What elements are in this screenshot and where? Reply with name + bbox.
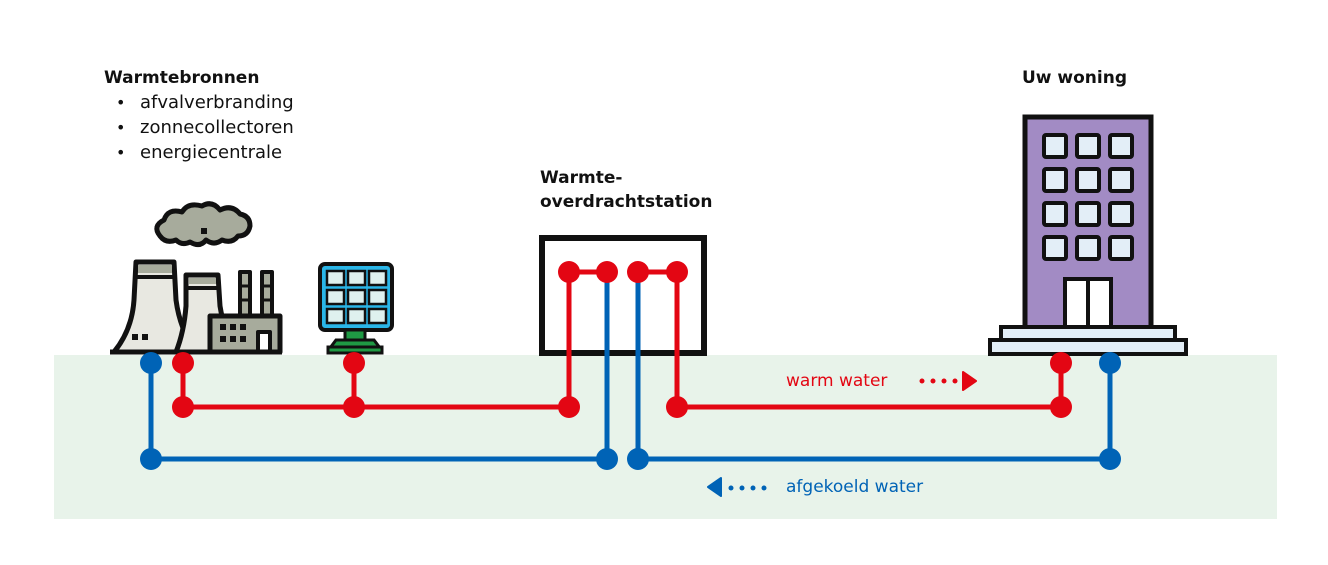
heat-exchanger-station	[539, 235, 707, 356]
cold-pipe-node	[140, 448, 162, 470]
building-window	[1075, 167, 1101, 193]
warm-pipe-node	[666, 396, 688, 418]
warm-pipe-node	[558, 396, 580, 418]
warm-pipe-node	[666, 261, 688, 283]
building-window	[1075, 201, 1101, 227]
heat-source-item: afvalverbranding	[104, 90, 294, 115]
warm-pipe-node	[1050, 396, 1072, 418]
building-window	[1108, 133, 1134, 159]
warm-pipe-node	[627, 261, 649, 283]
power-plant-icon	[110, 201, 283, 355]
building-window	[1108, 167, 1134, 193]
building-window	[1075, 235, 1101, 261]
cooled-water-label: afgekoeld water	[786, 477, 924, 497]
warm-pipe-node	[172, 352, 194, 374]
building-window	[1042, 235, 1068, 261]
station-title: Warmte- overdrachtstation	[540, 166, 712, 214]
heat-sources-block: Warmtebronnen afvalverbranding zonnecoll…	[104, 66, 294, 165]
building-window	[1042, 167, 1068, 193]
warm-pipe-node	[172, 396, 194, 418]
heat-sources-title: Warmtebronnen	[104, 68, 260, 88]
smoke-cloud	[154, 201, 253, 248]
warm-pipe-node	[1050, 352, 1072, 374]
building-window	[1108, 235, 1134, 261]
building-window	[1042, 201, 1068, 227]
ground-band	[54, 355, 1277, 519]
warm-pipe-node	[343, 352, 365, 374]
cold-flow-arrow	[707, 477, 767, 497]
heat-source-item: zonnecollectoren	[104, 115, 294, 140]
warm-pipe-node	[596, 261, 618, 283]
warm-water-label: warm water	[786, 371, 888, 391]
warm-pipe-node	[558, 261, 580, 283]
warm-flow-arrow	[919, 371, 977, 391]
solar-panel-icon	[318, 262, 394, 355]
cold-pipe-node	[596, 448, 618, 470]
home-title: Uw woning	[1022, 68, 1128, 88]
cold-pipe-node	[1099, 448, 1121, 470]
cold-pipe-node	[627, 448, 649, 470]
building-window	[1075, 133, 1101, 159]
station-title-line1: Warmte-	[540, 168, 623, 188]
cold-pipe-node	[140, 352, 162, 374]
warm-pipe-node	[343, 396, 365, 418]
building-window	[1042, 133, 1068, 159]
apartment-building-icon	[988, 114, 1188, 356]
station-title-line2: overdrachtstation	[540, 192, 713, 212]
heat-sources-list: afvalverbranding zonnecollectoren energi…	[104, 90, 294, 165]
cold-pipe-node	[1099, 352, 1121, 374]
heat-source-item: energiecentrale	[104, 140, 294, 165]
building-window	[1108, 201, 1134, 227]
